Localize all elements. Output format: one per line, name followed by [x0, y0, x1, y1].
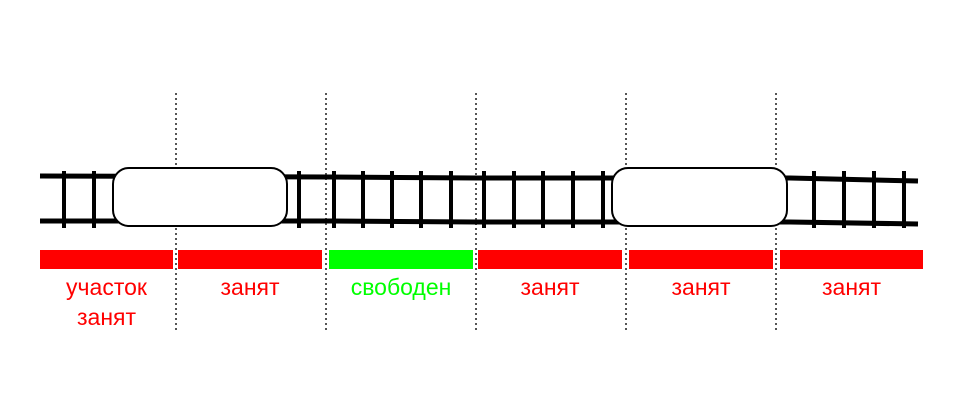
section-1-status-bar: [40, 250, 173, 269]
train-car-2: [611, 167, 788, 227]
section-6-status-bar: [780, 250, 923, 269]
section-5-status-label: занят: [671, 274, 731, 300]
section-5-status-bar: [629, 250, 773, 269]
section-1-status-label: участок занят: [66, 274, 147, 330]
status-bars: [40, 250, 923, 269]
section-2-status-bar: [178, 250, 322, 269]
section-4-status-bar: [478, 250, 622, 269]
section-3-status-bar: [329, 250, 473, 269]
section-2-status-label: занят: [220, 274, 280, 300]
section-4-status-label: занят: [520, 274, 580, 300]
section-3-status-label: свободен: [350, 274, 452, 300]
train-car-1: [112, 167, 288, 227]
section-6-status-label: занят: [821, 274, 882, 300]
sleepers: [62, 171, 906, 228]
trains: [112, 167, 788, 227]
